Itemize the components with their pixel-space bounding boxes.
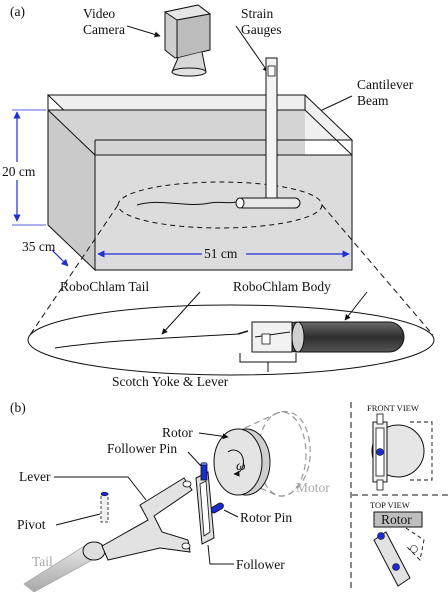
robochlam-zoomed bbox=[55, 322, 404, 352]
follower-pin-leader bbox=[188, 452, 201, 466]
camera-label-line1: Video bbox=[83, 6, 115, 21]
strain-gauge-icon bbox=[268, 66, 275, 76]
rotor-label: Rotor bbox=[162, 425, 193, 440]
beam-label-line1: Cantilever bbox=[357, 77, 414, 92]
dim-width-label: 51 cm bbox=[204, 246, 238, 261]
top-view-rotor-label: Rotor bbox=[381, 512, 412, 527]
dim-height-label: 20 cm bbox=[2, 164, 36, 179]
pivot-leader bbox=[56, 514, 100, 525]
water-tank bbox=[48, 95, 352, 270]
follower-label: Follower bbox=[236, 557, 285, 572]
yoke-bracket bbox=[240, 353, 296, 362]
motor-label: Motor bbox=[296, 480, 330, 495]
video-camera-icon bbox=[165, 5, 210, 76]
gauges-label-line2: Gauges bbox=[241, 22, 282, 37]
pivot-pin bbox=[101, 492, 108, 522]
beam-label-line2: Beam bbox=[357, 93, 389, 108]
tail-leader bbox=[162, 292, 200, 334]
body-leader bbox=[345, 292, 367, 320]
tail-label-b: Tail bbox=[32, 554, 53, 569]
follower-slot bbox=[196, 472, 214, 544]
omega-symbol: ω bbox=[236, 458, 246, 473]
panel-a-tag: (a) bbox=[10, 4, 25, 19]
panel-b-tag: (b) bbox=[10, 400, 26, 415]
camera-leader bbox=[127, 26, 160, 36]
camera-label-line2: Camera bbox=[83, 22, 125, 37]
dim-depth-label: 35 cm bbox=[22, 239, 56, 254]
gauges-label-line1: Strain bbox=[241, 6, 273, 21]
lever-leader bbox=[54, 477, 146, 500]
follower-pin-label: Follower Pin bbox=[107, 441, 177, 456]
front-view-label: FRONT VIEW bbox=[367, 403, 419, 413]
cantilever-beam bbox=[266, 58, 277, 198]
tail-label: RoboChlam Tail bbox=[60, 279, 149, 294]
front-view-sketch bbox=[372, 414, 432, 490]
yoke-label: Scotch Yoke & Lever bbox=[112, 374, 229, 389]
pivot-label: Pivot bbox=[17, 517, 46, 532]
lever-label: Lever bbox=[19, 469, 51, 484]
top-view-label: TOP VIEW bbox=[370, 500, 410, 510]
follower-leader bbox=[208, 545, 234, 564]
body-label: RoboChlam Body bbox=[233, 279, 331, 294]
rotor-pin-leader bbox=[224, 510, 238, 517]
follower-pin bbox=[201, 463, 207, 481]
rotor-pin-label: Rotor Pin bbox=[240, 510, 292, 525]
lever bbox=[83, 478, 192, 560]
